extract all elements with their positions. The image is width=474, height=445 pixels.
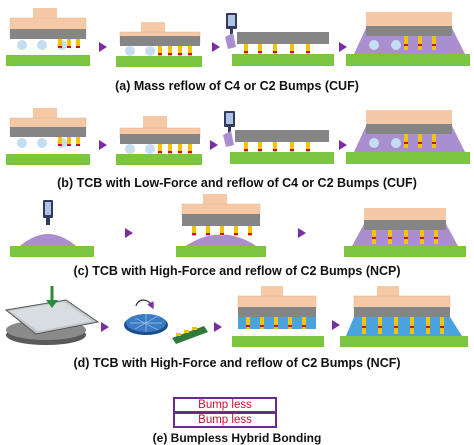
right-arrow-icon: [298, 228, 306, 238]
row-c: [10, 194, 466, 257]
caption-d: (d) TCB with High-Force and reflow of C2…: [73, 356, 401, 370]
stage-a1-chip-over-substrate: [6, 8, 90, 66]
row-b: [6, 108, 470, 165]
right-arrow-icon: [99, 140, 107, 150]
right-arrow-icon: [210, 140, 218, 150]
stage-c1-ncp-dispense: [10, 200, 94, 257]
stage-c2-tcb-bond: [176, 194, 266, 257]
stage-c3-cured-ncp: [344, 208, 466, 257]
caption-c: (c) TCB with High-Force and reflow of C2…: [73, 264, 401, 278]
right-arrow-icon: [332, 320, 340, 330]
down-arrow-icon: [46, 300, 58, 308]
right-arrow-icon: [214, 322, 222, 332]
bumpless-bottom-label: Bump less: [198, 414, 252, 426]
bumpless-bottom-layer: [173, 412, 277, 428]
row-a: [6, 8, 470, 67]
stage-a4-cured-underfill: [346, 12, 470, 66]
caption-a: (a) Mass reflow of C4 or C2 Bumps (CUF): [115, 79, 359, 93]
row-d: [4, 286, 468, 347]
right-arrow-icon: [339, 42, 347, 52]
right-arrow-icon: [339, 140, 347, 150]
stage-d2-wafer-dicing: [124, 299, 208, 344]
stage-d3-chip-with-ncf: [232, 286, 324, 347]
right-arrow-icon: [99, 42, 107, 52]
stage-a3-underfill-dispense: [225, 13, 334, 66]
stage-d4-bonded-ncf: [340, 286, 468, 347]
stage-b4-cured-underfill: [346, 110, 470, 164]
caption-b: (b) TCB with Low-Force and reflow of C4 …: [57, 176, 417, 190]
stage-b1-chip-over-substrate: [6, 108, 90, 165]
stage-b3-underfill-dispense: [223, 111, 334, 164]
right-arrow-icon: [125, 228, 133, 238]
right-arrow-icon: [101, 322, 109, 332]
stage-d1-film-lamination: [4, 286, 100, 345]
stage-a2-chip-placed: [116, 22, 202, 67]
caption-e: (e) Bumpless Hybrid Bonding: [152, 431, 322, 445]
bumpless-top-label: Bump less: [198, 399, 252, 411]
stage-b2-chip-placed: [116, 116, 202, 165]
row-e-hybrid-bonding: [173, 397, 277, 428]
right-arrow-icon: [212, 42, 220, 52]
